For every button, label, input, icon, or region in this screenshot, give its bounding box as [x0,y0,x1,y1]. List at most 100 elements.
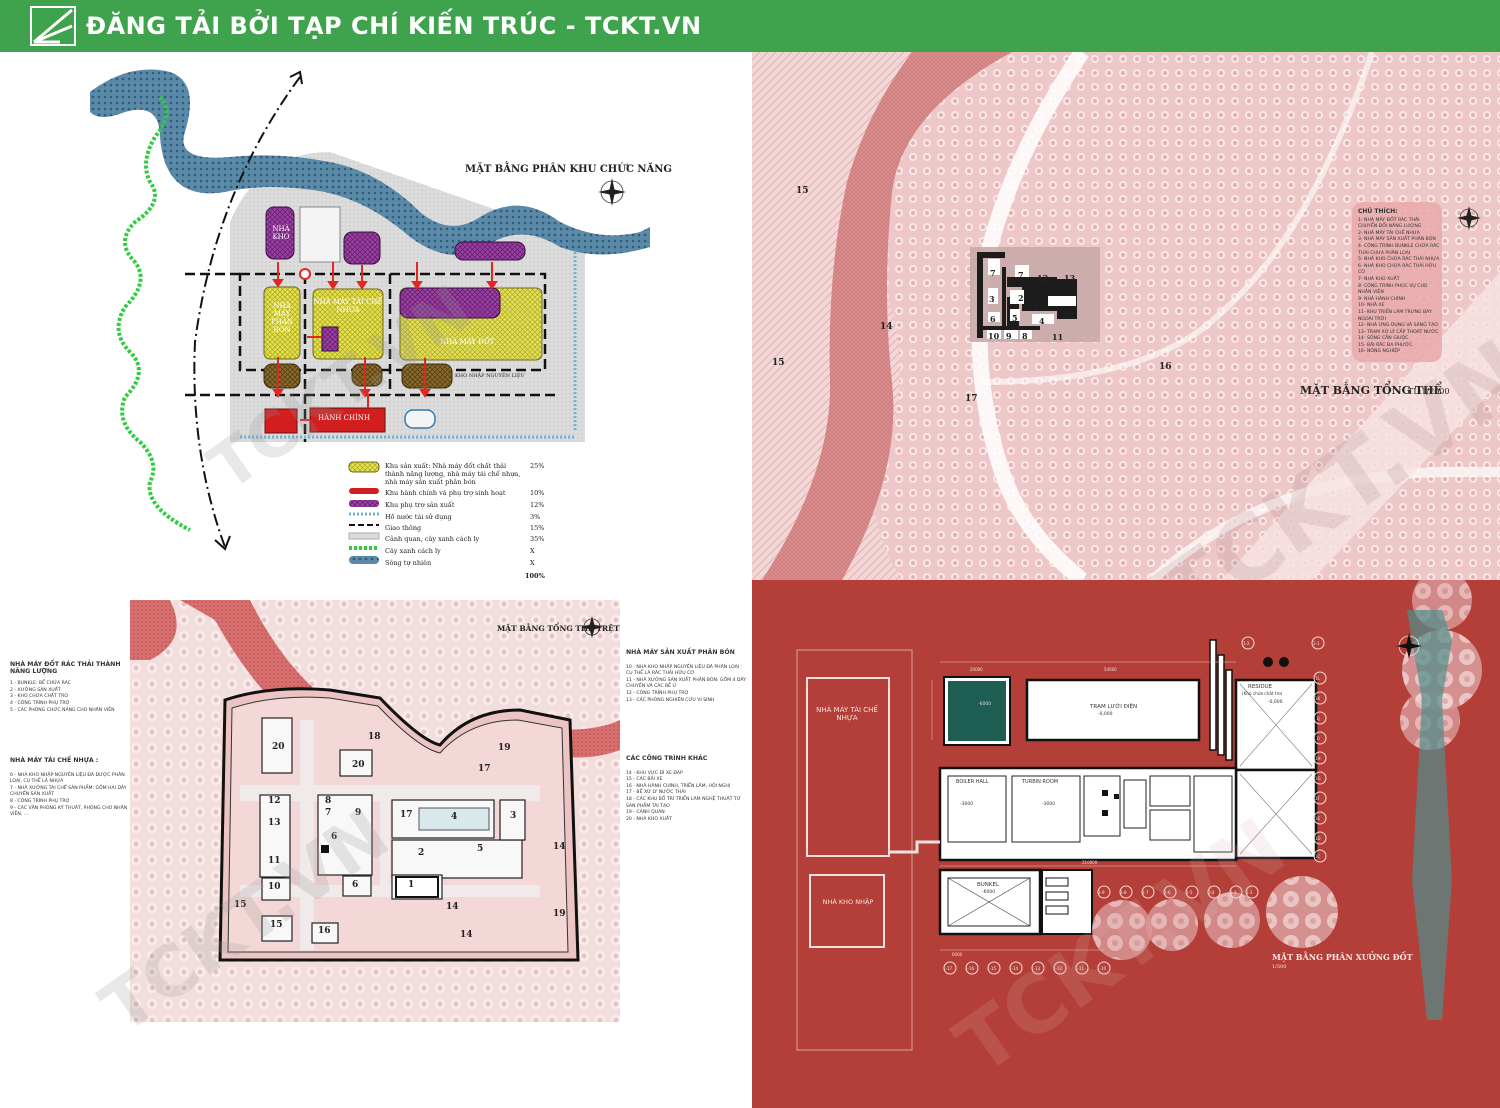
building-number: 7 [1018,270,1024,280]
legend-item: 2- NHÀ MÁY TÁI CHẾ NHỰA [1358,230,1420,236]
legend-item: 3 - KHO CHỨA CHẤT TRO [10,694,68,700]
legend-item: 1- NHÀ MÁY ĐỐT RÁC THẢI CHUYỂN ĐỔI NĂNG … [1358,217,1422,230]
plan-number: 5 [477,844,484,854]
legend-label: Khu phụ trợ sản xuất [385,501,455,509]
legend-item: 2 - XƯỞNG SẢN XUẤT [10,687,61,693]
legend-label: Giao thông [385,524,422,532]
plan-number: 10 [268,882,281,892]
plan-number: 1 [408,880,415,890]
legend-label: Khu hành chính và phụ trợ sinh hoạt [385,489,506,497]
building-tai-che-label: NHÀ MÁY TÁI CHẾ NHỰA [816,706,878,722]
grid-axis: 1L [1315,676,1320,681]
ground-floor-masterplan-panel: MẶT BẰNG TỔNG THỂ TRỆT NHÀ MÁY ĐỐT RÁC T… [0,580,752,1108]
legend-item: 3- NHÀ MÁY SẢN XUẤT PHÂN BÓN [1358,237,1436,243]
plan-number: 18 [368,732,381,742]
site-number: 16 [1159,362,1172,372]
turbin-level: -3000 [1042,802,1056,807]
plan-number: 20 [352,760,365,770]
site-number: 15 [772,358,785,368]
legend-item: 14- SÔNG CẦN GIUỘC [1358,336,1409,342]
dimension: 20000 [970,667,983,672]
grid-axis: 1-9 [1098,890,1105,895]
legend-value: 12% [530,501,545,509]
block-tai-che-nhua: NHÀ MÁY TÁI CHẾ NHỰA [313,298,383,314]
legend-item: 1 - BUNKLE: BỂ CHỨA RÁC [10,681,71,687]
site-number: 14 [880,322,893,332]
legend-item: 13 - CÁC PHÒNG NGHIÊN CỨU VI SINH [626,697,715,703]
legend-item: 15- BÃI RÁC ĐA PHƯỚC [1358,342,1413,348]
residue-level: -0,000 [1268,700,1283,705]
plan-number: 16 [318,926,331,936]
legend-group-title: CÁC CÔNG TRÌNH KHÁC [626,755,708,762]
grid-axis: 1C [1315,854,1321,859]
plan-number: 6 [331,832,338,842]
plan-number: 9 [355,808,362,818]
legend-group-title: NHÀ MÁY TÁI CHẾ NHỰA : [10,757,99,764]
legend-item: 11- KHU TRIỂN LÃM TRƯNG BÀY NGOÀI TRỜI [1358,309,1432,322]
incinerator-legend: NHÀ MÁY ĐỐT RÁC THẢI THÀNH NĂNG LƯỢNG 1 … [10,661,140,714]
grid-axis: 1-16 [965,966,975,971]
legend-value: 10% [530,489,545,497]
legend-item: 8- CÔNG TRÌNH PHỤC VỤ CHO NHÂN VIÊN [1358,283,1428,296]
legend-title: CHÚ THÍCH: [1358,208,1398,215]
legend-item: 4 - CÔNG TRÌNH PHỤ TRỢ [10,700,70,706]
legend-item: 5- NHÀ KHO CHỨA RÁC THẢI NHỰA [1358,257,1440,263]
grid-axis: 1D [1315,836,1321,841]
legend-value: 15% [530,524,545,532]
legend-item: 9 - CÁC VĂN PHÒNG KỸ THUẬT, PHÒNG CHO NH… [10,805,128,818]
plan-number: 14 [446,902,459,912]
dimension: 210000 [1082,860,1098,865]
plan-number: 14 [460,930,473,940]
legend-item: 16- NÔNG NGHIỆP [1358,349,1400,355]
plan-number: 17 [478,764,491,774]
plan-number: 12 [268,796,281,806]
site-number: 17 [965,394,978,404]
legend-item: 13- TRẠM XỬ LÝ CẤP THOÁT NƯỚC [1358,329,1439,335]
residue-label: RESIDUE [1248,684,1273,690]
building-number: 10 [988,331,1000,341]
grid-axis: 1-14 [1009,966,1019,971]
plan-number: 15 [270,920,283,930]
functional-zoning-panel: MẶT BẰNG PHÂN KHU CHỨC NĂNG NHÀ KHO NHÀ … [0,52,752,580]
legend-group-title: NHÀ MÁY ĐỐT RÁC THẢI THÀNH NĂNG LƯỢNG [10,661,121,675]
header-banner: ĐĂNG TẢI BỞI TẠP CHÍ KIẾN TRÚC - TCKT.VN [0,0,1500,52]
grid-axis: 1-1 [1313,641,1320,646]
plan-number: 3 [510,811,517,821]
grid-axis: 1K [1315,696,1321,701]
plan-number: 13 [268,818,281,828]
legend-item: 14 - KHU VỰC ĐỈ XE ĐẠP [626,770,683,776]
plan-number: 2 [418,848,425,858]
banner-title: ĐĂNG TẢI BỞI TẠP CHÍ KIẾN TRÚC - TCKT.VN [86,12,702,40]
legend-value: 25% [530,462,545,470]
legend-item: 4- CÔNG TRÌNH BUNKLE CHỨA RÁC THẢI CHƯA … [1358,243,1440,256]
site-masterplan-panel: 15 15 14 16 17 7 7 12 13 3 2 1 6 5 4 10 … [752,52,1500,580]
grid-axis: 1-11 [1075,966,1085,971]
incinerator-workshop-panel: NHÀ MÁY TÁI CHẾ NHỰA NHÀ KHO NHẬP TRẠM L… [752,580,1500,1108]
masterplan-drawing [752,52,1500,580]
legend-label: Cây xanh cách ly [385,547,441,555]
masterplan-scale: TL:1/2000 [1408,387,1450,396]
zoning-drawing [90,69,650,564]
workshop-title: MẶT BẰNG PHÂN XƯỞNG ĐỐT [1272,952,1413,962]
plan-number: 17 [400,810,413,820]
legend-item: 17 - BỂ XỬ LÝ NƯỚC THẢI [626,790,686,796]
legend-item: 7 - NHÀ XƯỞNG TÁI CHẾ SẢN PHẨM: GỒM HAI … [10,785,127,798]
grid-axis: 1-6 [1164,890,1171,895]
ground-plan-title: MẶT BẰNG TỔNG THỂ TRỆT [497,624,620,633]
building-number: 4 [1039,316,1045,326]
dimension: 54000 [1104,667,1117,672]
bunkel-label: BUNKEL [977,882,1000,888]
grid-axis: 1-4 [1208,890,1215,895]
fertilizer-legend: NHÀ MÁY SẢN XUẤT PHÂN BÓN 10 - NHÀ KHO N… [626,649,750,704]
legend-item: 10 - NHÀ KHO NHẬP NGUYÊN LIỆU ĐÃ PHÂN LO… [626,664,743,677]
legend-item: 12- NHÀ ỨNG DỤNG VÀ SÁNG TẠO [1358,323,1438,329]
workshop-plan-drawing [796,580,1482,1051]
legend-value: X [530,547,535,555]
building-number: 11 [1052,332,1064,342]
building-number: 2 [1018,293,1024,303]
legend-total: 100% [525,572,545,580]
block-kho-nhap: KHO NHẬP NGUYÊN LIỆU [455,373,525,379]
legend-label: Hồ nước tái sử dụng [385,513,452,521]
grid-axis: 1-17 [943,966,953,971]
legend-item: 9- NHÀ HÀNH CHÍNH [1358,296,1406,302]
